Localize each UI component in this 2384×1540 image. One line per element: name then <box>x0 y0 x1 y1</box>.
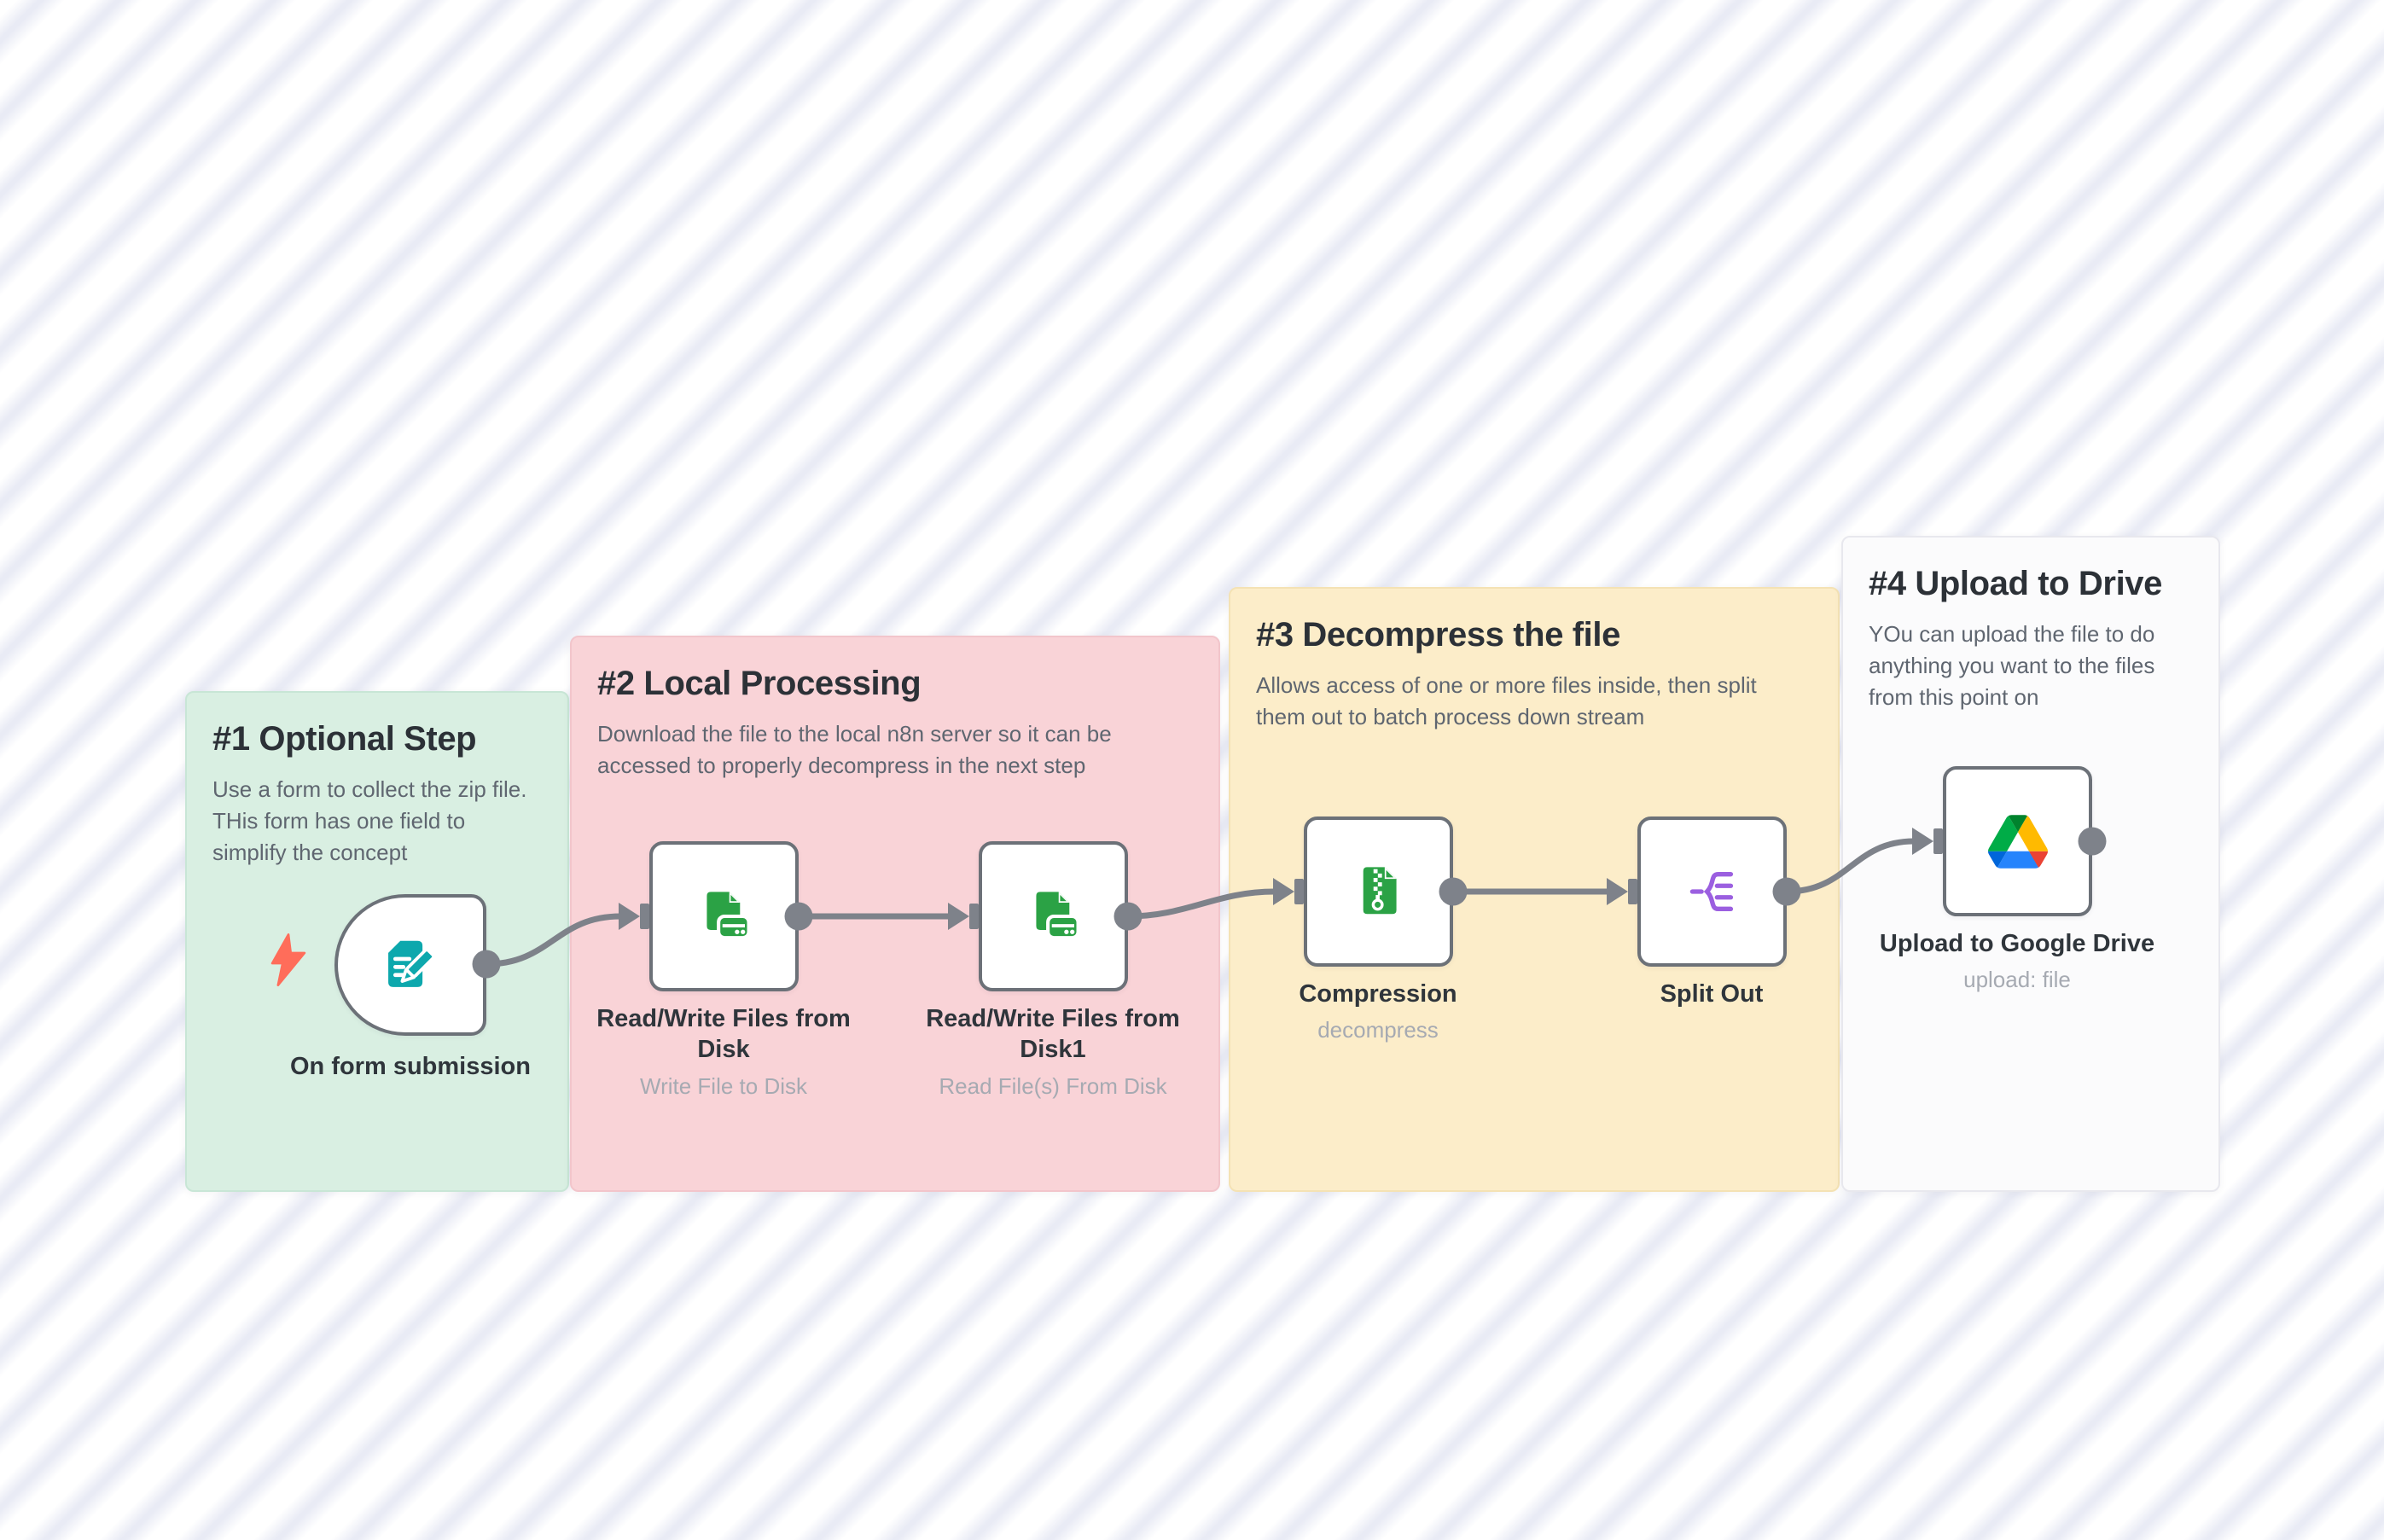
node-read-write-files-disk1[interactable] <box>979 841 1128 991</box>
node-label-on-form-submission: On form submission <box>290 1053 531 1080</box>
file-disk-icon <box>1035 892 1080 940</box>
node-on-form-submission[interactable] <box>334 894 486 1036</box>
google-drive-icon <box>1987 814 2048 869</box>
connection-splitout-to-drive[interactable] <box>1783 838 1917 895</box>
input-port-drive[interactable] <box>1912 828 1943 855</box>
sticky-note-optional-step[interactable]: #1 Optional Step Use a form to collect t… <box>185 691 569 1192</box>
node-upload-google-drive[interactable] <box>1943 766 2092 916</box>
node-label-compression: Compression decompress <box>1299 980 1457 1043</box>
output-port-disk1[interactable] <box>1114 902 1143 931</box>
output-port-splitout[interactable] <box>1772 877 1801 906</box>
connection-disk1-to-compression[interactable] <box>1125 888 1278 920</box>
node-read-write-files-disk[interactable] <box>649 841 799 991</box>
node-label-upload-google-drive: Upload to Google Drive upload: file <box>1879 930 2155 993</box>
node-label-read-write-disk: Read/Write Files from Disk Write File to… <box>596 1005 851 1099</box>
sticky-note-title: #4 Upload to Drive <box>1869 565 2162 602</box>
output-port-compression[interactable] <box>1439 877 1468 906</box>
output-port-form[interactable] <box>472 950 501 979</box>
trigger-bolt-icon <box>270 933 306 986</box>
input-port-compression[interactable] <box>1273 878 1304 905</box>
sticky-note-title: #3 Decompress the file <box>1256 616 1620 654</box>
node-split-out[interactable] <box>1637 816 1787 967</box>
split-out-icon <box>1689 871 1733 912</box>
sticky-note-body: Allows access of one or more files insid… <box>1256 672 1757 729</box>
sticky-note-body: Use a form to collect the zip file. THis… <box>212 776 527 865</box>
node-label-split-out: Split Out <box>1660 980 1764 1008</box>
node-compression[interactable] <box>1304 816 1453 967</box>
sticky-note-body: YOu can upload the file to do anything y… <box>1869 621 2155 710</box>
input-port-splitout[interactable] <box>1607 878 1637 905</box>
input-port-disk[interactable] <box>619 903 649 930</box>
sticky-note-body: Download the file to the local n8n serve… <box>597 721 1112 778</box>
output-port-drive[interactable] <box>2078 827 2107 856</box>
file-disk-icon <box>706 892 751 940</box>
output-port-disk[interactable] <box>784 902 813 931</box>
sticky-note-title: #1 Optional Step <box>212 720 477 758</box>
sticky-note-title: #2 Local Processing <box>597 665 922 702</box>
connection-form-to-disk[interactable] <box>483 913 624 968</box>
input-port-disk1[interactable] <box>948 903 979 930</box>
zip-file-icon <box>1363 867 1397 915</box>
node-label-read-write-disk1: Read/Write Files from Disk1 Read File(s)… <box>926 1005 1180 1099</box>
form-trigger-icon <box>388 940 435 987</box>
